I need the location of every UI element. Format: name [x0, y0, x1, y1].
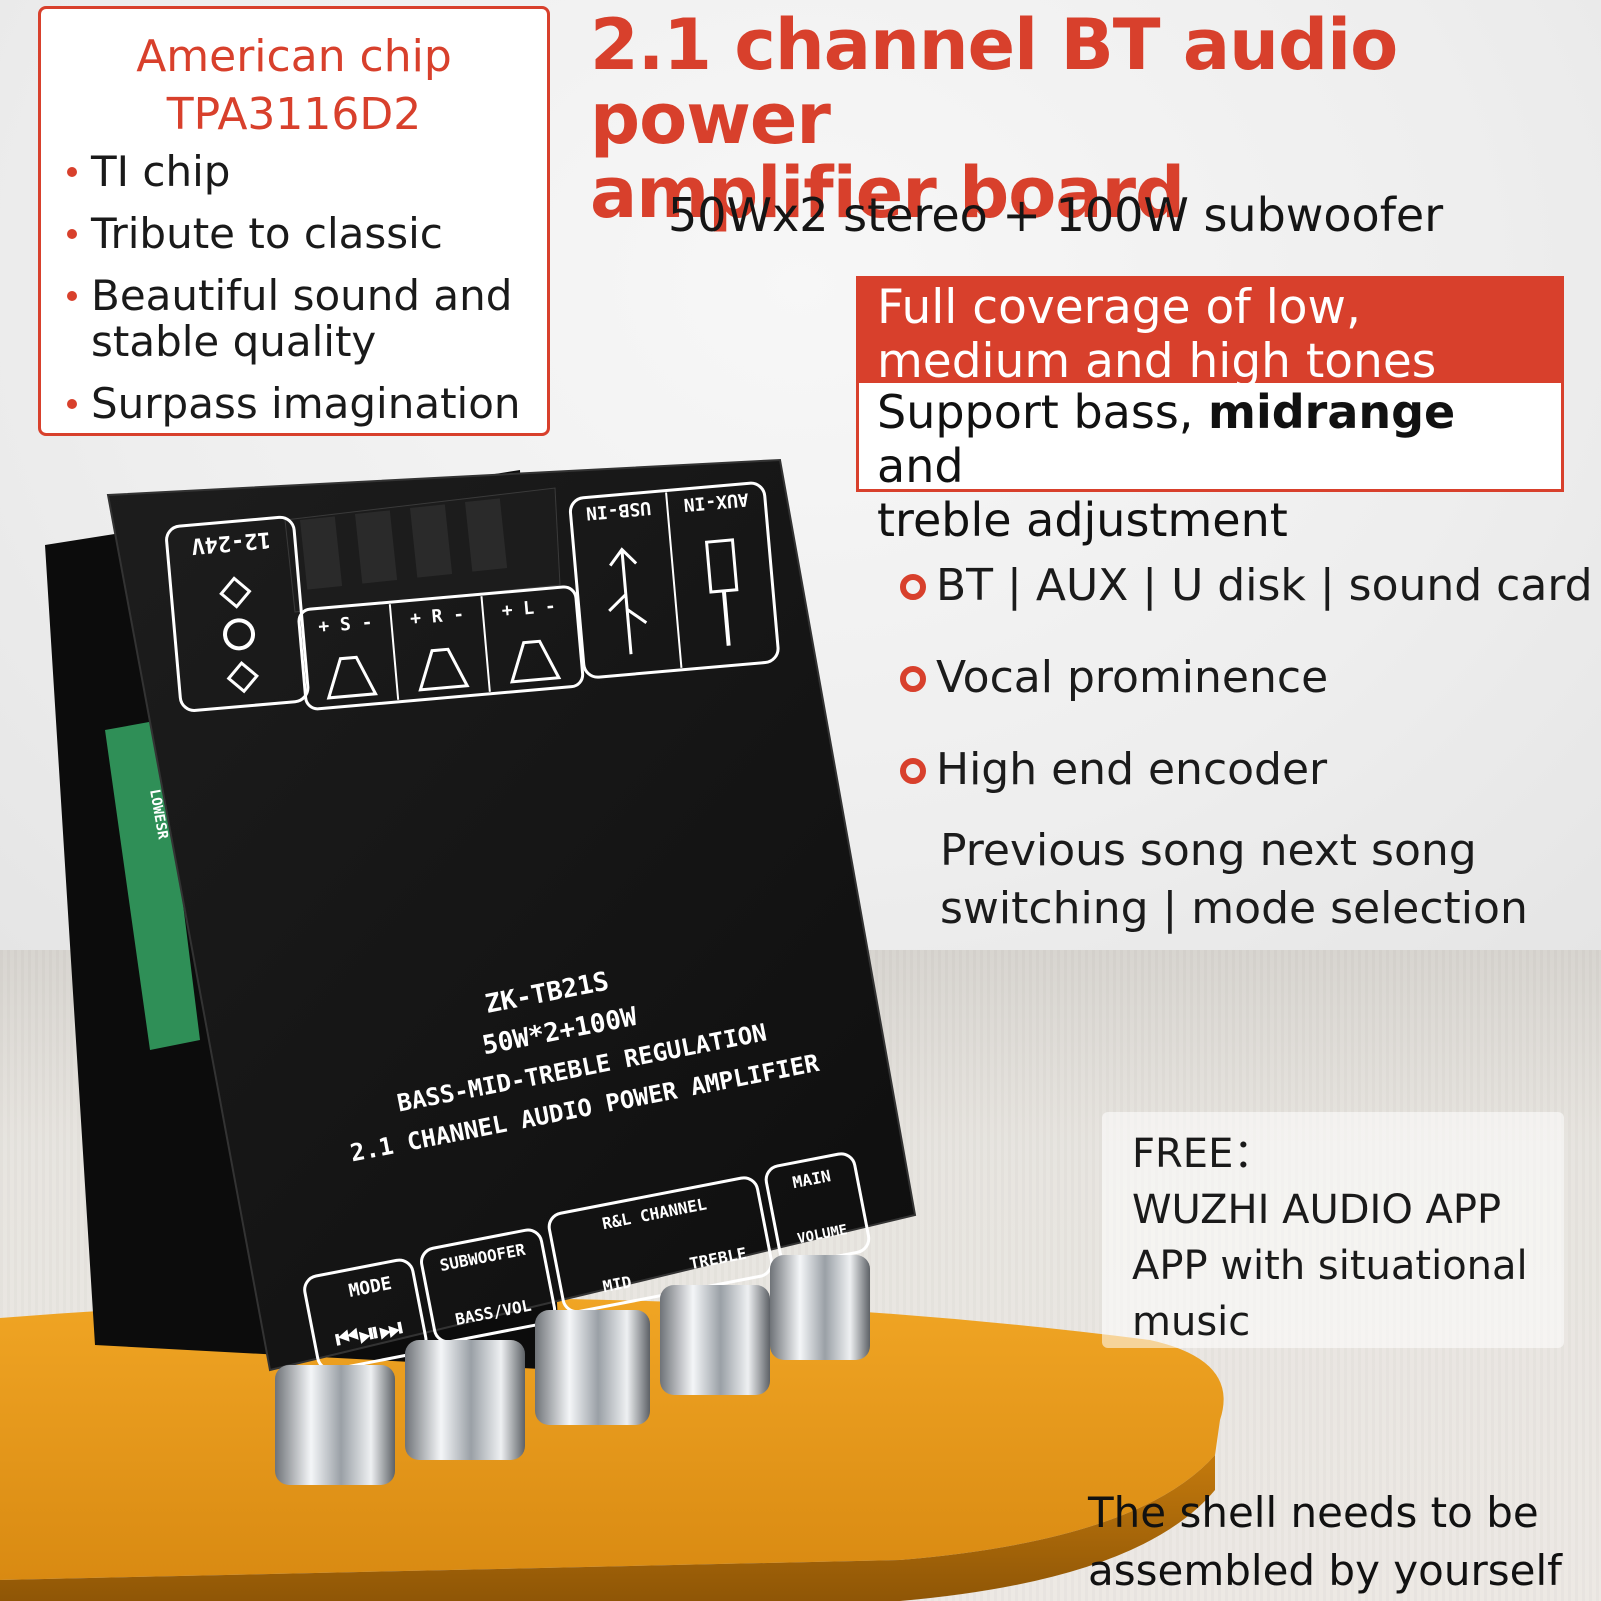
- bullet-dot-icon: [67, 291, 77, 301]
- speaker-icon: [509, 639, 562, 684]
- speaker-icon: [326, 655, 378, 700]
- chip-title-line1: American chip: [136, 31, 452, 82]
- page-headline: 2.1 channel BT audio power amplifier boa…: [590, 8, 1590, 230]
- mode-knob: [275, 1365, 395, 1485]
- free-line1: FREE：: [1132, 1131, 1274, 1177]
- speaker-icon: [418, 647, 470, 692]
- power-subline: 50Wx2 stereo + 100W subwoofer: [668, 188, 1444, 242]
- capacitor: [105, 720, 200, 1050]
- chip-bullet: Surpass imagination: [63, 381, 523, 427]
- out-l-label: + L -: [501, 596, 557, 622]
- free-line3: APP with situational: [1132, 1243, 1528, 1289]
- ring-bullet-icon: [900, 758, 926, 784]
- shell-assembly-note: The shell needs to be assembled by yours…: [1088, 1488, 1562, 1595]
- free-line4: music: [1132, 1299, 1251, 1345]
- mid-label: MID: [601, 1272, 633, 1296]
- out-r-label: + R -: [409, 604, 465, 630]
- bullet-dot-icon: [67, 167, 77, 177]
- volume-knob: [770, 1255, 870, 1360]
- chip-bullet-list: TI chip Tribute to classic Beautiful sou…: [63, 149, 523, 443]
- bass-knob: [405, 1340, 525, 1460]
- coverage-banner: Full coverage of low, medium and high to…: [859, 279, 1561, 389]
- usb-icon: [608, 547, 648, 655]
- mid-knob: [535, 1310, 650, 1425]
- headline-line1: 2.1 channel BT audio power: [590, 4, 1398, 160]
- speaker-output-panel: + S - + R - + L -: [297, 585, 585, 711]
- chip-bullet: Beautiful sound and stable quality: [63, 273, 523, 365]
- input-ports-panel: USB-IN AUX-IN: [568, 481, 780, 679]
- tone-coverage-box: Full coverage of low, medium and high to…: [856, 276, 1564, 547]
- ring-bullet-icon: [900, 666, 926, 692]
- bullet-dot-icon: [67, 229, 77, 239]
- treble-knob: [660, 1285, 770, 1395]
- ring-bullet-icon: [900, 574, 926, 600]
- feature-item: BT | AUX | U disk | sound card: [900, 560, 1593, 652]
- feature-item: High end encoder: [900, 744, 1593, 836]
- free-app-box: FREE： WUZHI AUDIO APP APP with situation…: [1102, 1112, 1564, 1348]
- chip-title-line2: TPA3116D2: [166, 89, 422, 140]
- knobs: [275, 1255, 870, 1485]
- feature-list: BT | AUX | U disk | sound card Vocal pro…: [900, 560, 1593, 836]
- terminal-block: [284, 487, 561, 613]
- bullet-dot-icon: [67, 399, 77, 409]
- feature-item: Vocal prominence: [900, 652, 1593, 744]
- chip-feature-box: American chip TPA3116D2 TI chip Tribute …: [38, 6, 550, 436]
- free-line2: WUZHI AUDIO APP: [1132, 1187, 1502, 1233]
- out-s-label: + S -: [318, 612, 374, 638]
- encoder-note: Previous song next song switching | mode…: [940, 825, 1528, 934]
- board-face-plate: [106, 458, 917, 1372]
- chip-bullet: Tribute to classic: [63, 211, 523, 257]
- chip-bullet: TI chip: [63, 149, 523, 195]
- headline-line2: amplifier board: [590, 152, 1185, 234]
- coverage-description: Support bass, midrange and treble adjust…: [877, 385, 1456, 547]
